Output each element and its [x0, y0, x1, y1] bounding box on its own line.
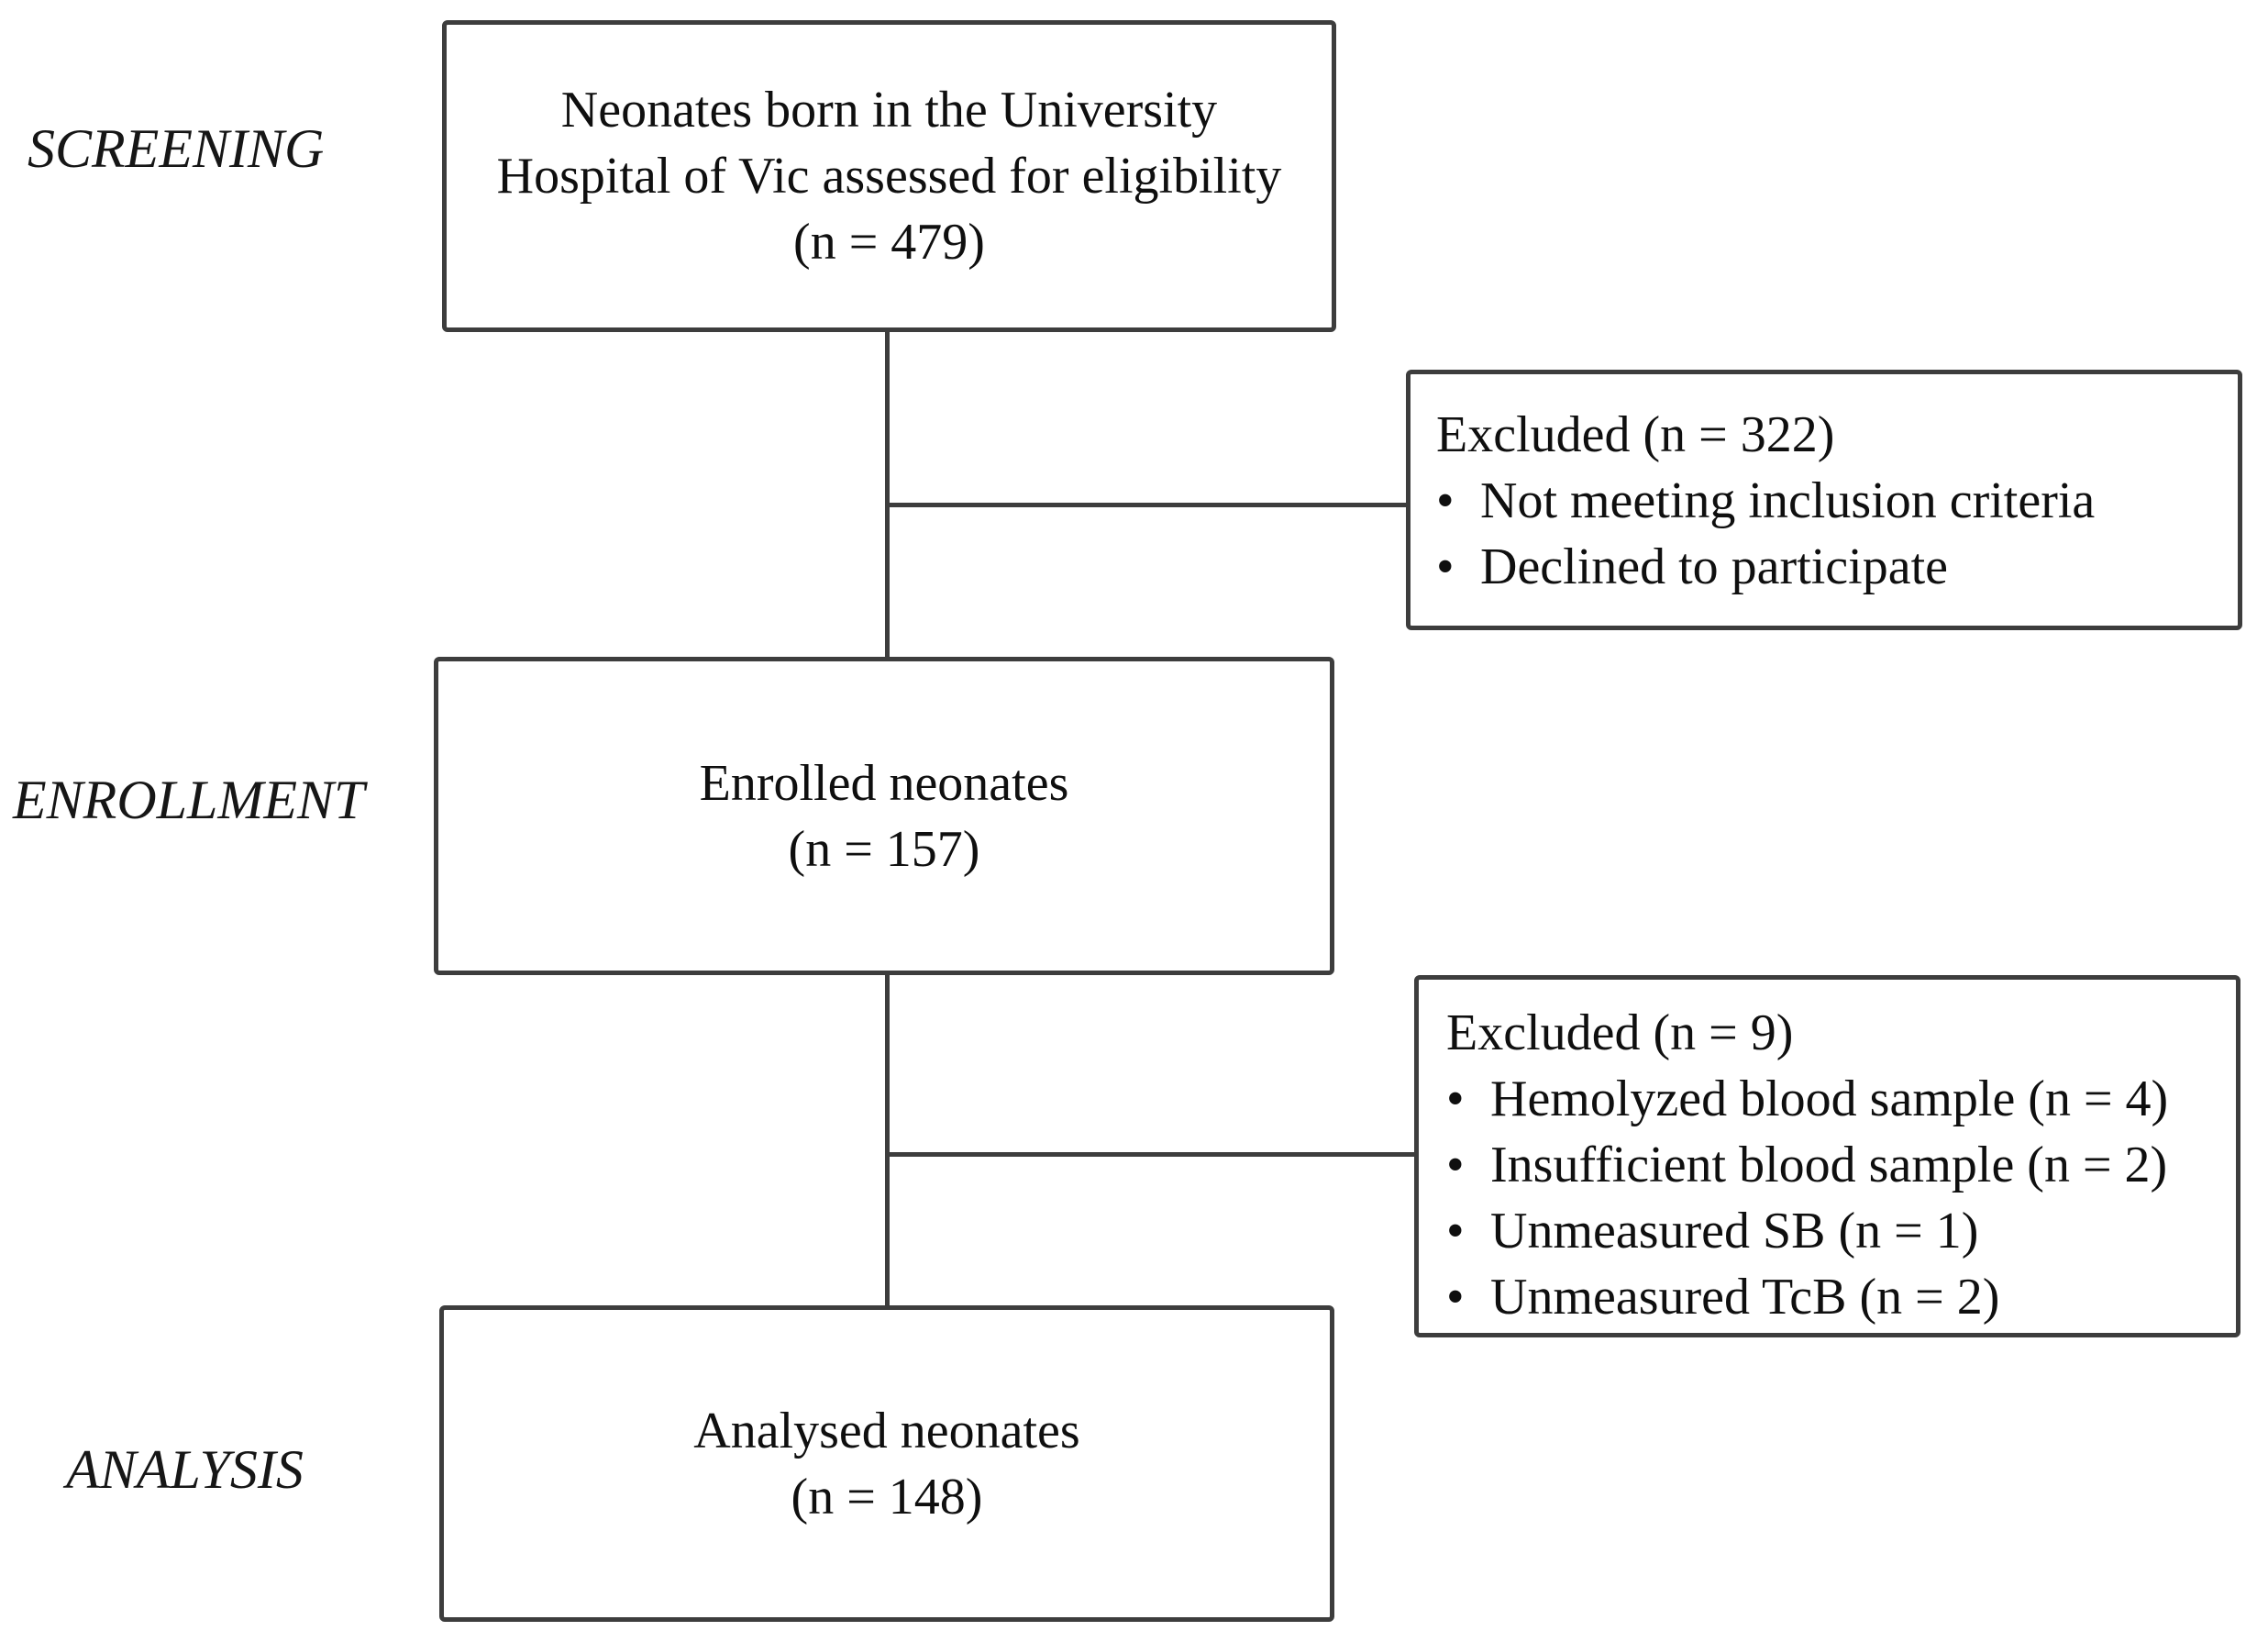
bullet-item: • Hemolyzed blood sample (n = 4) [1446, 1066, 2214, 1132]
bullet-item: • Unmeasured TcB (n = 2) [1446, 1264, 2214, 1330]
connector-branch-excluded-screening [887, 503, 1406, 507]
bullet-marker: • [1436, 538, 1455, 595]
bullet-text: Unmeasured TcB (n = 2) [1490, 1269, 2000, 1326]
bullet-text: Unmeasured SB (n = 1) [1490, 1203, 1979, 1259]
excluded-title: Excluded (n = 322) [1436, 406, 1835, 463]
box-count: (n = 157) [788, 820, 980, 878]
box-text-line: Analysed neonates [693, 1402, 1080, 1459]
analysis-box: Analysed neonates (n = 148) [439, 1305, 1334, 1622]
bullet-marker: • [1446, 1203, 1465, 1259]
bullet-item: • Unmeasured SB (n = 1) [1446, 1198, 2214, 1264]
box-text-line: Hospital of Vic assessed for eligibility [496, 148, 1282, 205]
box-count: (n = 479) [793, 214, 985, 271]
bullet-marker: • [1436, 472, 1455, 529]
stage-label-analysis: ANALYSIS [66, 1439, 304, 1500]
excluded-screening-box: Excluded (n = 322) • Not meeting inclusi… [1406, 370, 2242, 630]
bullet-text: Hemolyzed blood sample (n = 4) [1490, 1071, 2169, 1127]
enrollment-box: Enrolled neonates (n = 157) [434, 657, 1334, 975]
bullet-item: • Declined to participate [1436, 534, 2216, 600]
bullet-marker: • [1446, 1269, 1465, 1326]
stage-label-screening: SCREENING [28, 118, 325, 179]
connector-screening-to-enrollment [885, 332, 890, 657]
excluded-enrollment-box: Excluded (n = 9) • Hemolyzed blood sampl… [1414, 975, 2240, 1337]
connector-branch-excluded-enrollment [887, 1152, 1414, 1157]
excluded-title: Excluded (n = 9) [1446, 1004, 1794, 1061]
screening-box-text: Neonates born in the University Hospital… [497, 77, 1282, 275]
stage-label-enrollment: ENROLLMENT [13, 770, 365, 830]
analysis-box-text: Analysed neonates (n = 148) [693, 1398, 1079, 1530]
bullet-text: Insufficient blood sample (n = 2) [1490, 1137, 2168, 1193]
connector-enrollment-to-analysis [885, 975, 890, 1305]
box-text-line: Enrolled neonates [699, 754, 1069, 812]
bullet-marker: • [1446, 1071, 1465, 1127]
enrollment-box-text: Enrolled neonates (n = 157) [700, 750, 1069, 882]
screening-box: Neonates born in the University Hospital… [442, 20, 1336, 332]
bullet-item: • Not meeting inclusion criteria [1436, 468, 2216, 534]
box-count: (n = 148) [791, 1468, 983, 1526]
bullet-item: • Insufficient blood sample (n = 2) [1446, 1132, 2214, 1198]
bullet-marker: • [1446, 1137, 1465, 1193]
bullet-text: Not meeting inclusion criteria [1480, 472, 2096, 529]
box-text-line: Neonates born in the University [560, 82, 1218, 139]
bullet-text: Declined to participate [1480, 538, 1948, 595]
